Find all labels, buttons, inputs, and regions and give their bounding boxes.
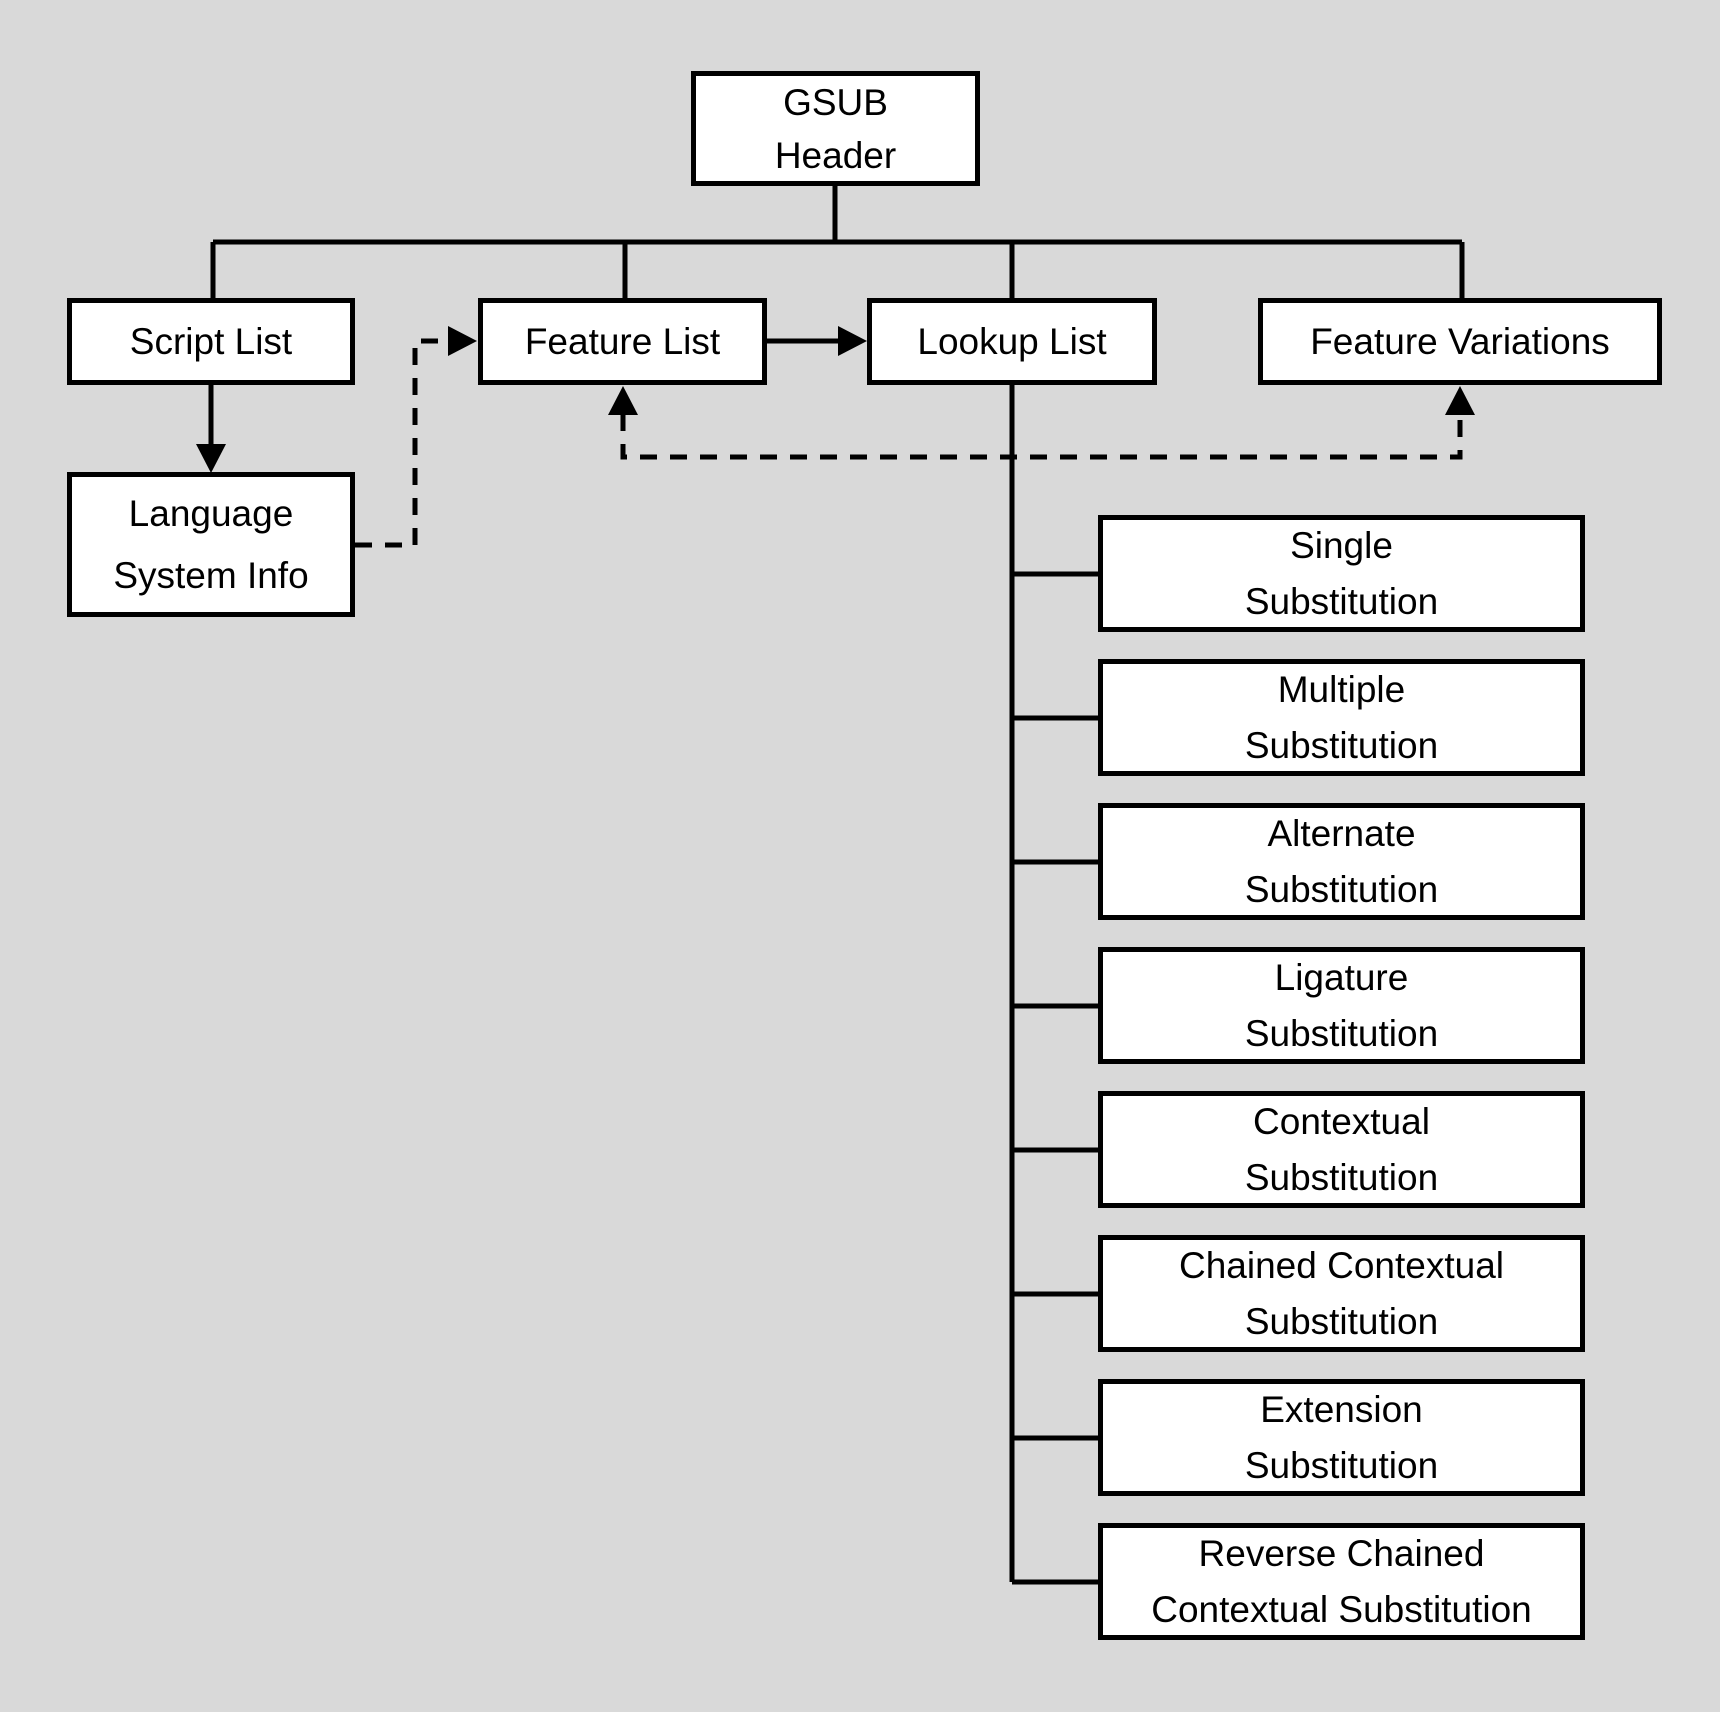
edge-langsys-to-feature-dashed	[355, 338, 450, 548]
node-single-substitution: Single Substitution	[1098, 515, 1585, 632]
node-contextual-substitution: Contextual Substitution	[1098, 1091, 1585, 1208]
edge-feedback-dashed	[620, 414, 1463, 460]
node-multiple-substitution: Multiple Substitution	[1098, 659, 1585, 776]
node-script-list: Script List	[67, 298, 355, 385]
arrowhead-feature-list-left	[448, 326, 477, 356]
node-feature-list: Feature List	[478, 298, 767, 385]
node-alternate-substitution: Alternate Substitution	[1098, 803, 1585, 920]
arrowhead-langsys	[196, 444, 226, 473]
node-ligature-substitution: Ligature Substitution	[1098, 947, 1585, 1064]
node-gsub-header: GSUB Header	[691, 71, 980, 186]
node-chained-contextual-substitution: Chained Contextual Substitution	[1098, 1235, 1585, 1352]
node-lookup-list: Lookup List	[867, 298, 1157, 385]
node-language-system-info: Language System Info	[67, 472, 355, 617]
arrowhead-lookup-list	[838, 326, 867, 356]
node-reverse-chained-contextual-substitution: Reverse Chained Contextual Substitution	[1098, 1523, 1585, 1640]
arrowhead-feature-list-bottom	[608, 386, 638, 415]
node-extension-substitution: Extension Substitution	[1098, 1379, 1585, 1496]
arrowhead-feature-variations-bottom	[1445, 386, 1475, 415]
node-feature-variations: Feature Variations	[1258, 298, 1662, 385]
